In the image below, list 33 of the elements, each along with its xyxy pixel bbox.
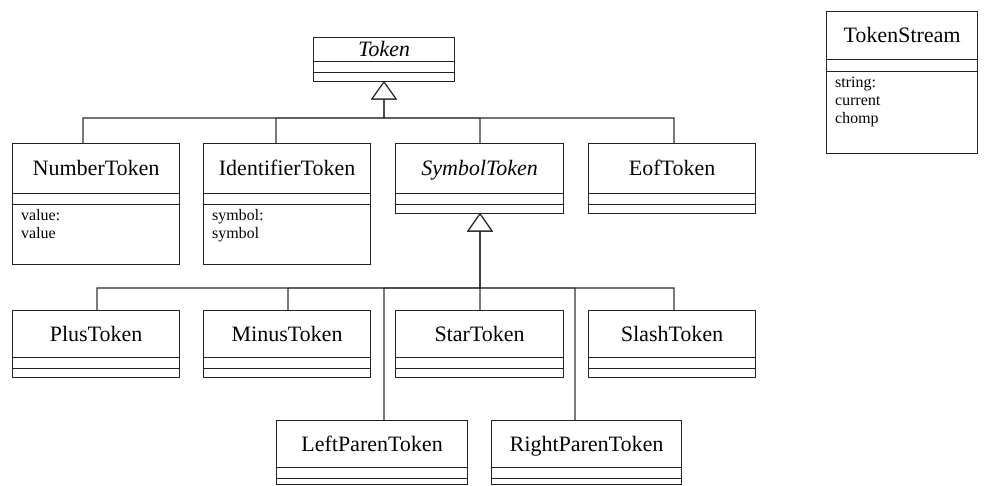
inheritance-arrow xyxy=(371,81,675,143)
method-name: chomp xyxy=(835,110,879,128)
class-name: StarToken xyxy=(434,322,525,346)
class-box xyxy=(276,420,468,485)
class-box xyxy=(588,143,756,214)
class-box xyxy=(12,143,180,265)
class-box xyxy=(203,310,371,378)
class-name: Token xyxy=(358,37,410,62)
class-name: MinusToken xyxy=(232,322,342,346)
method-name: current xyxy=(835,92,880,110)
class-name: SymbolToken xyxy=(421,156,538,181)
method-name: value xyxy=(21,225,56,243)
class-box xyxy=(826,11,978,154)
class-name: IdentifierToken xyxy=(218,156,356,181)
class-name: LeftParenToken xyxy=(301,432,443,456)
method-name: symbol xyxy=(212,225,260,243)
inheritance-arrow xyxy=(467,213,576,420)
class-box xyxy=(203,143,371,265)
class-name: NumberToken xyxy=(32,156,160,181)
class-name: PlusToken xyxy=(50,322,142,346)
method-name: symbol: xyxy=(212,207,264,225)
class-name: EofToken xyxy=(628,156,716,181)
class-box xyxy=(395,143,564,214)
class-box xyxy=(395,310,564,378)
class-name: TokenStream xyxy=(844,23,960,48)
class-box xyxy=(12,310,180,378)
class-box xyxy=(491,420,682,485)
class-name: RightParenToken xyxy=(510,432,664,456)
class-box xyxy=(313,37,455,82)
class-box xyxy=(588,310,756,378)
method-name: string: xyxy=(835,74,876,92)
method-name: value: xyxy=(21,207,60,225)
class-name: SlashToken xyxy=(620,322,724,346)
